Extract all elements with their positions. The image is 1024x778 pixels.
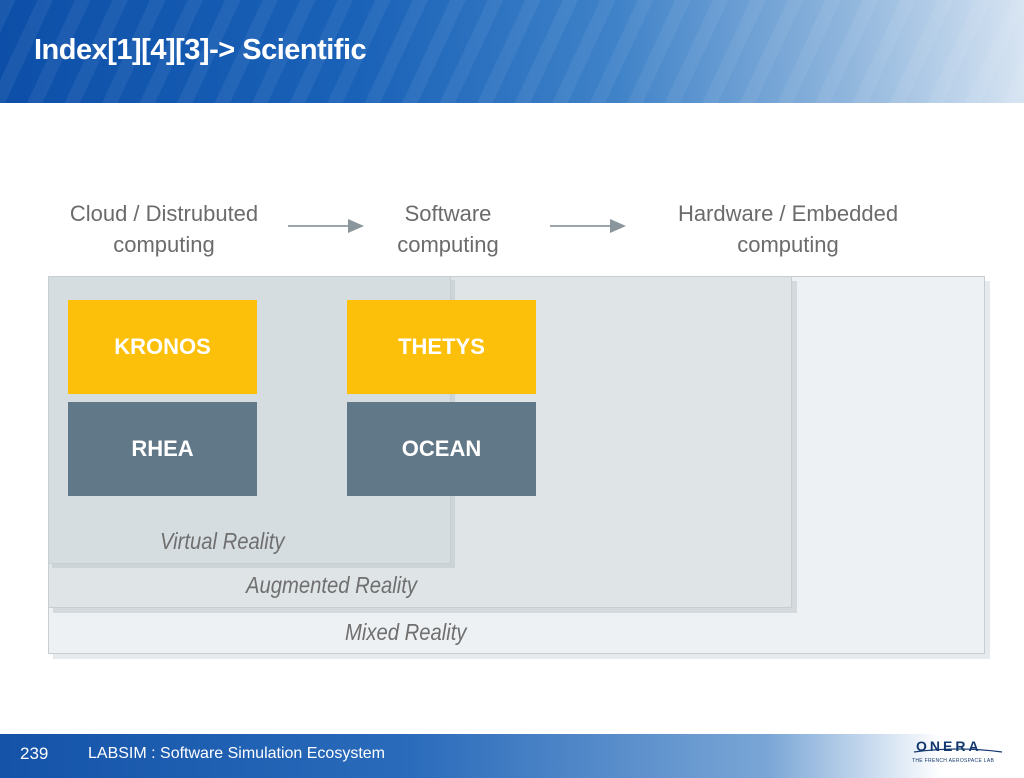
label-virtual-reality: Virtual Reality bbox=[160, 528, 285, 554]
box-thetys: THETYS bbox=[347, 300, 536, 394]
logo-wordmark: ONERA bbox=[916, 738, 982, 754]
footer-bar bbox=[0, 734, 1024, 778]
logo-tagline: THE FRENCH AEROSPACE LAB bbox=[912, 758, 995, 764]
header-banner bbox=[0, 0, 1024, 103]
step-cloud-line2: computing bbox=[113, 232, 215, 257]
onera-logo: ONERA THE FRENCH AEROSPACE LAB bbox=[910, 736, 1006, 770]
label-mixed-reality: Mixed Reality bbox=[345, 619, 467, 645]
box-kronos: KRONOS bbox=[68, 300, 257, 394]
logo-swoosh-icon bbox=[913, 748, 1003, 753]
box-rhea: RHEA bbox=[68, 402, 257, 496]
step-hardware-line2: computing bbox=[737, 232, 839, 257]
step-cloud-computing: Cloud / Distrubuted computing bbox=[42, 198, 286, 260]
footer-title: LABSIM : Software Simulation Ecosystem bbox=[88, 745, 385, 762]
page-title: Index[1][4][3]-> Scientific bbox=[34, 34, 367, 66]
box-ocean: OCEAN bbox=[347, 402, 536, 496]
arrow-right-icon bbox=[550, 219, 626, 233]
step-hardware-line1: Hardware / Embedded bbox=[677, 201, 899, 226]
step-software-line2: computing bbox=[397, 232, 499, 257]
step-software-line1: Software bbox=[404, 201, 492, 226]
label-augmented-reality: Augmented Reality bbox=[246, 572, 418, 598]
step-hardware-computing: Hardware / Embedded computing bbox=[640, 198, 936, 260]
page-number: 239 bbox=[20, 744, 49, 763]
step-software-computing: Software computing bbox=[360, 198, 536, 260]
step-cloud-line1: Cloud / Distrubuted bbox=[69, 201, 259, 226]
arrow-right-icon bbox=[288, 219, 364, 233]
